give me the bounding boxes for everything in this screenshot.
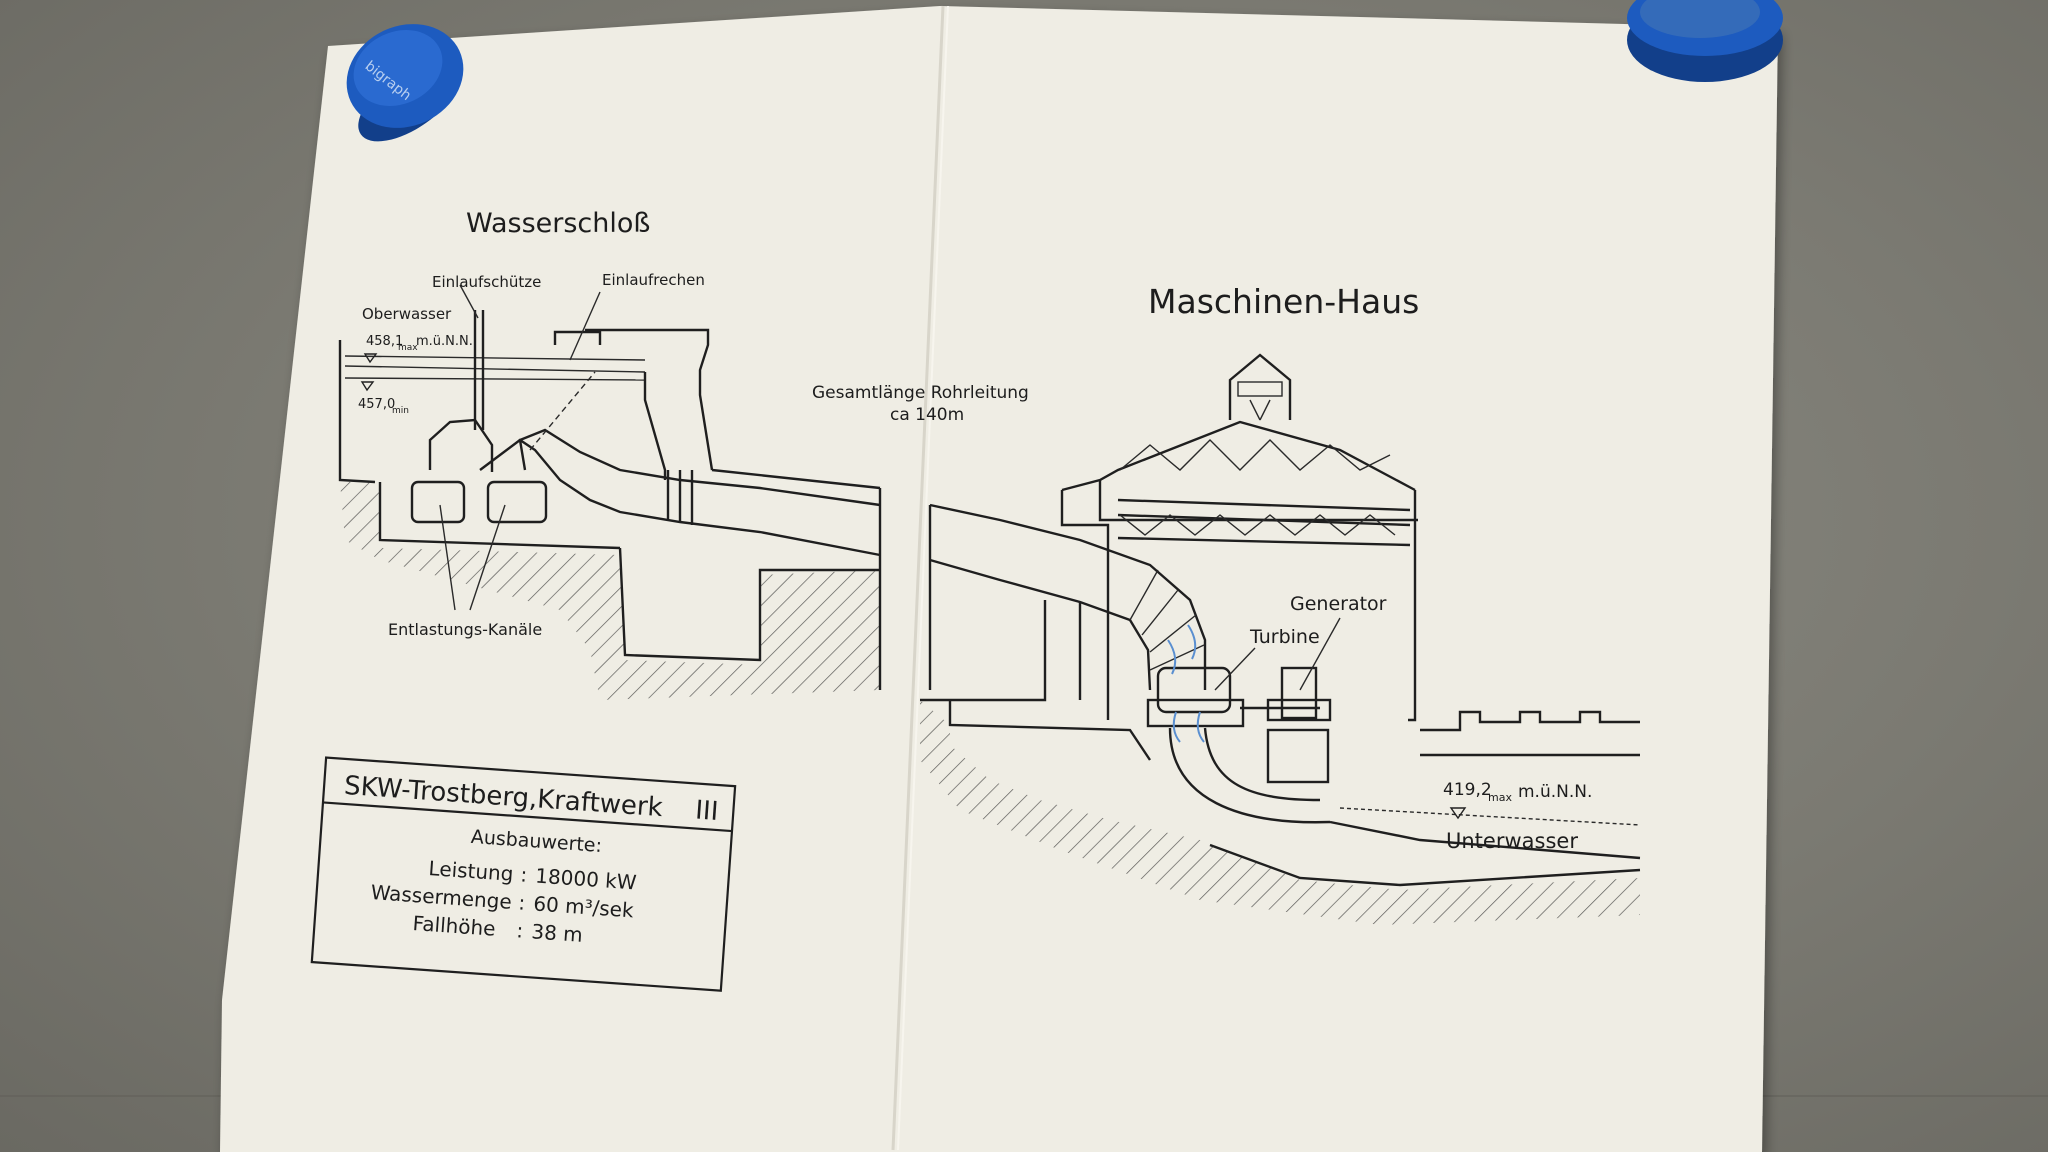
info-row-leistung-label: Leistung (428, 856, 514, 886)
level-min-value: 457,0 (358, 397, 395, 412)
maschinenhaus-title: Maschinen-Haus (1148, 282, 1419, 321)
info-row-fallhoehe-value: 38 m (531, 919, 584, 947)
level-unterwasser-sub: max (1488, 791, 1512, 804)
maschinenhaus-drawing (878, 353, 1641, 925)
generator-body (1280, 666, 1318, 720)
magnet-right[interactable] (1627, 0, 1783, 82)
label-oberwasser: Oberwasser (362, 305, 452, 323)
label-unterwasser: Unterwasser (1446, 829, 1578, 853)
info-row-colon: : (516, 918, 524, 942)
label-einlaufrechen: Einlaufrechen (602, 271, 705, 289)
level-unterwasser-value: 419,2 (1443, 780, 1492, 800)
magnet-left[interactable]: bigraph (329, 5, 480, 157)
label-turbine: Turbine (1249, 626, 1320, 648)
level-unterwasser-unit: m.ü.N.N. (1518, 782, 1592, 802)
wasserschloss-title: Wasserschloß (466, 208, 650, 239)
info-row-colon: : (520, 862, 528, 886)
info-row-fallhoehe-label: Fallhöhe (412, 911, 496, 941)
wasserschloss-drawing (338, 284, 881, 700)
level-max-unit: m.ü.N.N. (416, 334, 473, 349)
label-einlaufschuetze: Einlaufschütze (432, 273, 541, 291)
paper-fold (891, 5, 945, 1151)
label-entlastungs-kanaele: Entlastungs-Kanäle (388, 620, 542, 639)
level-min-sub: min (392, 406, 409, 416)
level-max-sub: max (398, 343, 418, 353)
level-unterwasser-marker: 419,2 max m.ü.N.N. (1443, 780, 1592, 804)
info-box-numeral: III (694, 795, 719, 827)
info-row-colon: : (518, 890, 526, 914)
level-min-marker: 457,0 min (358, 397, 409, 416)
pipeline-length-value: ca 140m (890, 405, 964, 425)
level-max-marker: 458,1 max m.ü.N.N. (366, 334, 473, 353)
turbine-housing (1156, 666, 1232, 714)
level-max-value: 458,1 (366, 334, 403, 349)
label-generator: Generator (1290, 593, 1387, 615)
pipeline-length-label: Gesamtlänge Rohrleitung (812, 383, 1029, 403)
